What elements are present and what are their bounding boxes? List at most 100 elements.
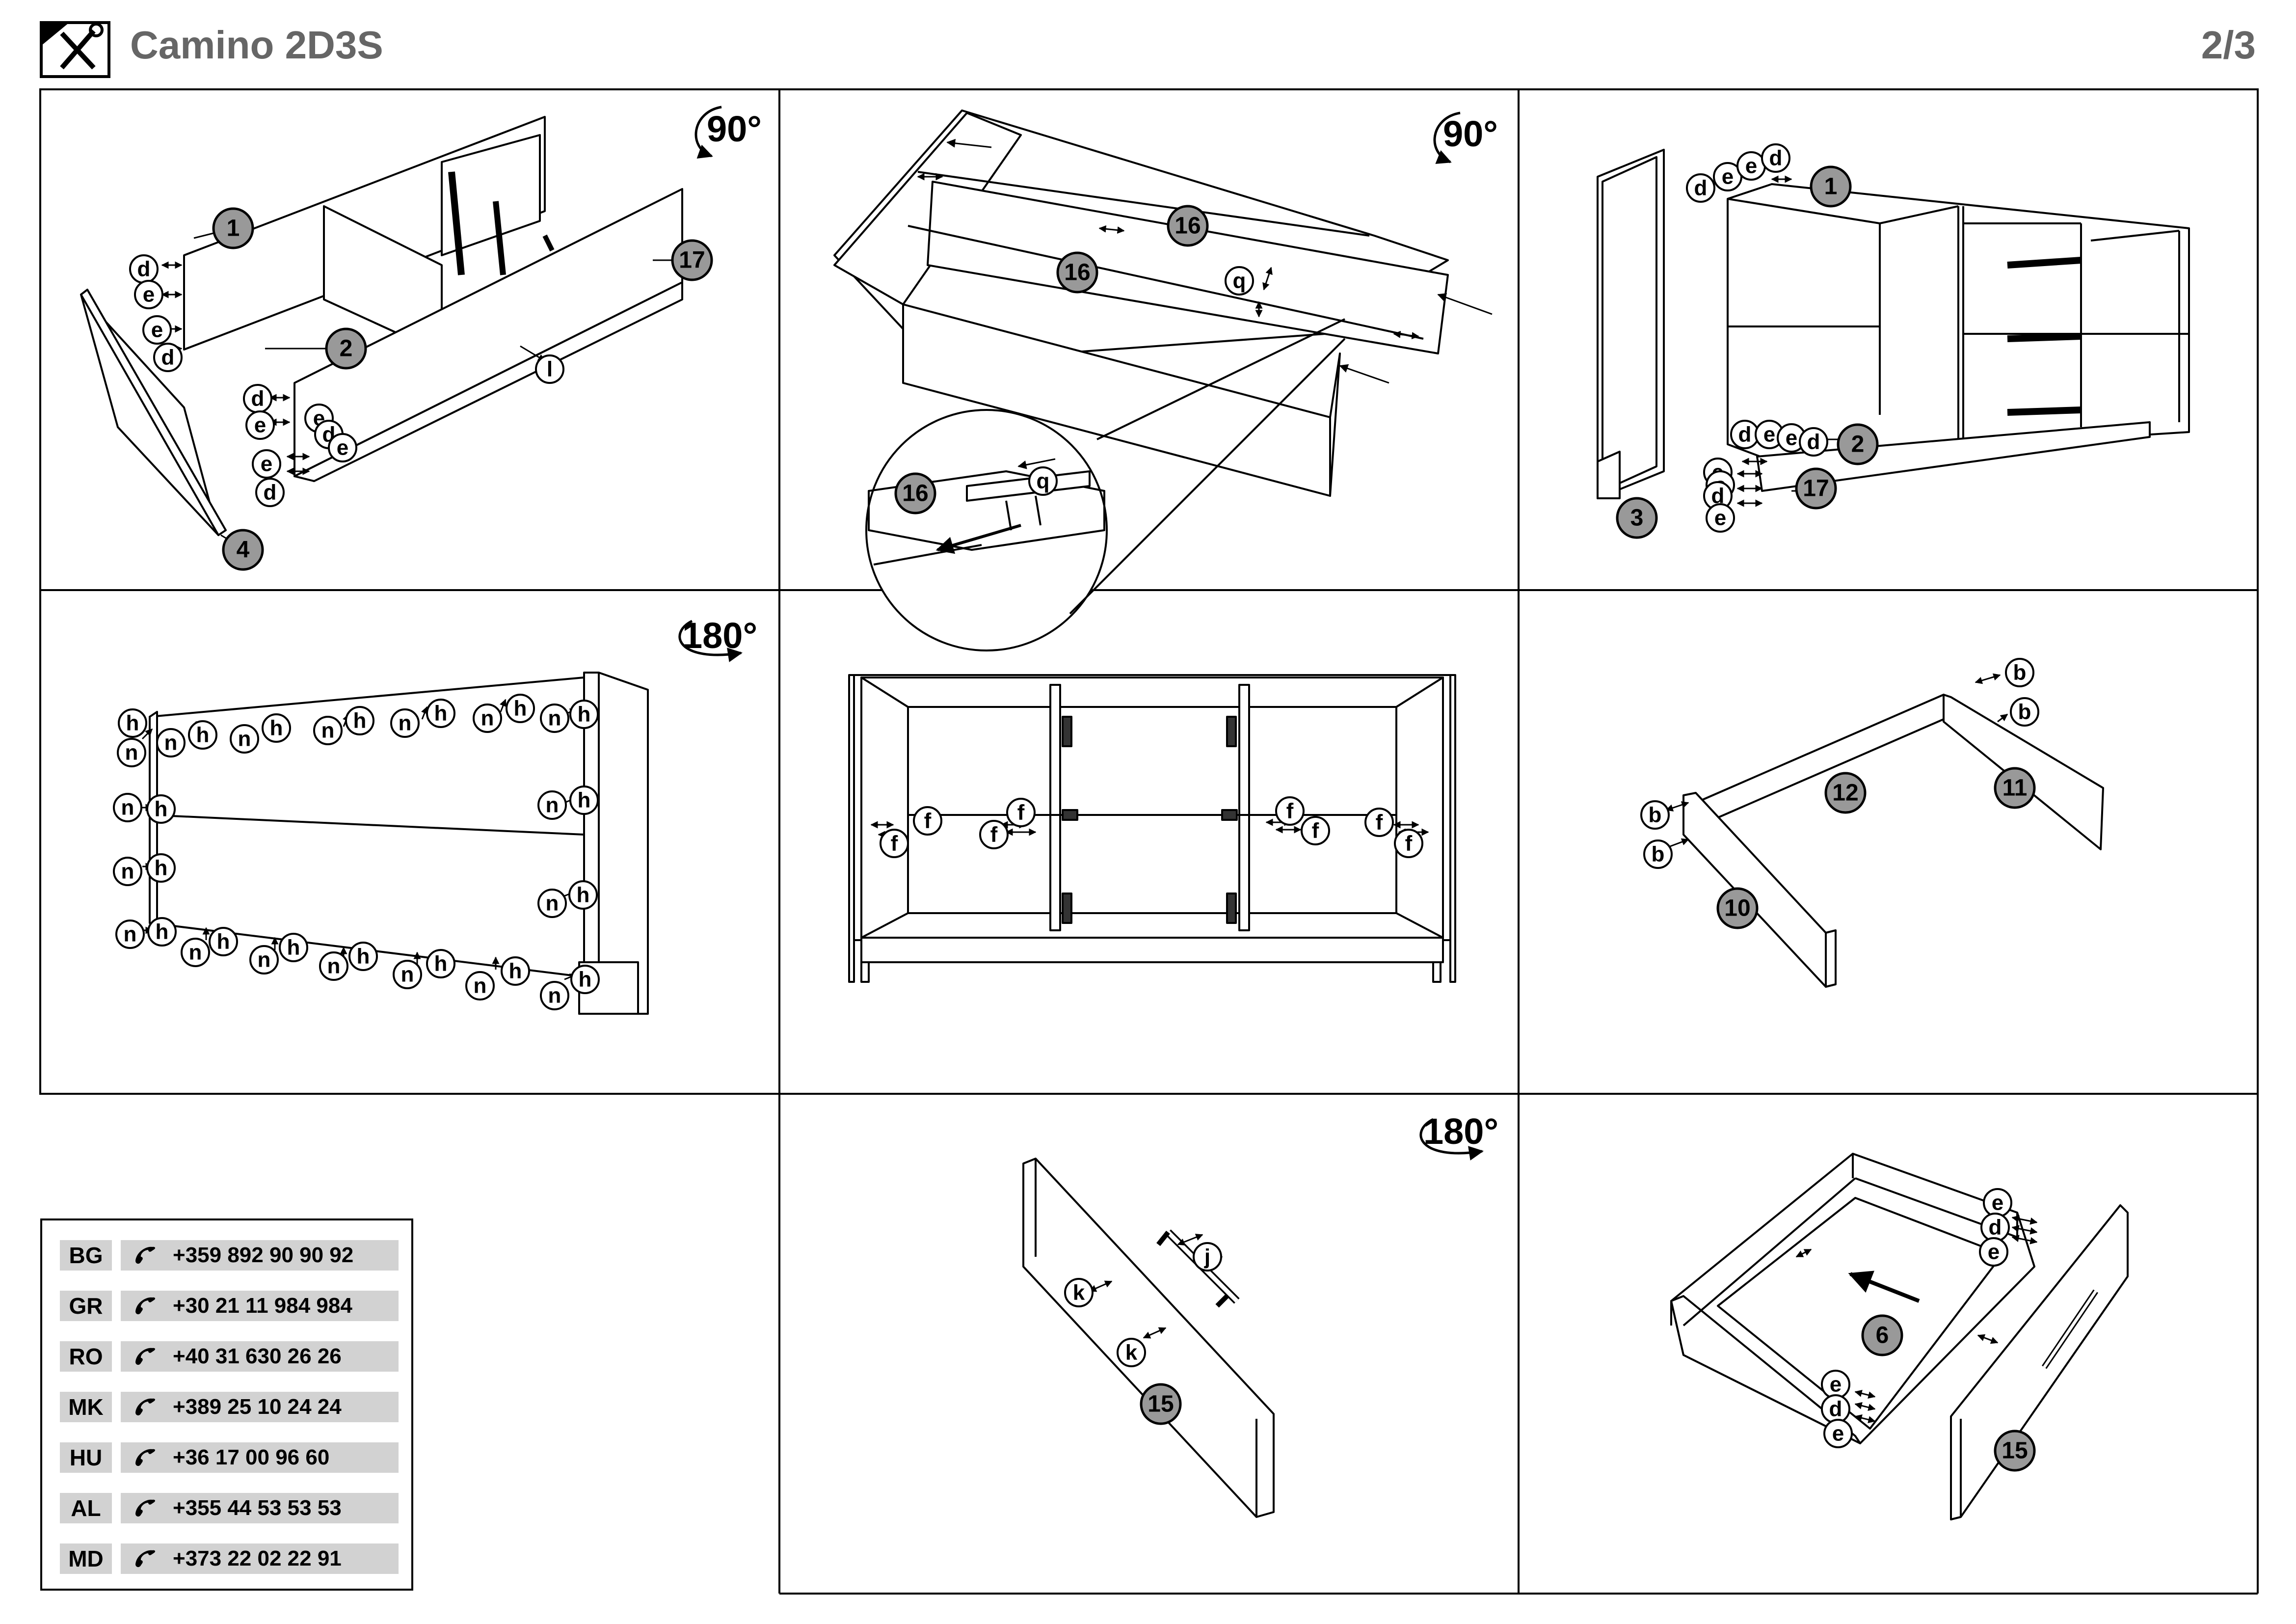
svg-text:h: h: [217, 930, 230, 954]
contact-row: MK+389 25 10 24 24: [60, 1392, 399, 1422]
hardware-label-e: e: [245, 410, 275, 440]
step-9: [1670, 1153, 2129, 1520]
svg-text:n: n: [399, 711, 412, 735]
svg-text:h: h: [155, 856, 168, 880]
svg-text:h: h: [287, 936, 300, 960]
svg-text:e: e: [254, 413, 266, 437]
phone-number: +355 44 53 53 53: [173, 1496, 342, 1520]
hardware-label-b: b: [2010, 697, 2039, 727]
svg-text:16: 16: [1064, 260, 1090, 286]
hardware-label-l: l: [535, 354, 564, 384]
part-label-4: 4: [222, 529, 264, 571]
country-code: HU: [60, 1442, 112, 1473]
svg-text:e: e: [337, 436, 348, 460]
svg-text:11: 11: [2002, 775, 2028, 801]
svg-text:3: 3: [1630, 505, 1644, 531]
hardware-label-e: e: [252, 449, 281, 479]
hardware-labels: deeddeedeedlqqdeeddeedeedehnnhnhnhnhnhnh…: [113, 143, 2039, 1448]
hardware-label-h: h: [188, 720, 217, 750]
hardware-label-e: e: [1736, 151, 1766, 181]
svg-text:h: h: [156, 920, 169, 944]
step-2: [833, 109, 1493, 651]
hardware-label-n: n: [390, 708, 420, 738]
svg-text:10: 10: [1724, 895, 1750, 921]
svg-text:h: h: [514, 697, 527, 721]
rotation-label: 90°: [1443, 113, 1498, 154]
part-label-16: 16: [1056, 251, 1098, 294]
page-title: Camino 2D3S: [130, 23, 383, 67]
contact-row: GR+30 21 11 984 984: [60, 1291, 399, 1321]
hardware-label-n: n: [537, 889, 567, 918]
svg-text:b: b: [2013, 661, 2027, 685]
svg-text:d: d: [1829, 1397, 1842, 1421]
country-code: MD: [60, 1543, 112, 1574]
hardware-label-h: h: [569, 785, 599, 815]
hardware-label-n: n: [249, 945, 279, 974]
svg-text:b: b: [1652, 842, 1665, 866]
part-label-1: 1: [212, 207, 254, 249]
svg-text:b: b: [2018, 700, 2031, 724]
contact-row: BG+359 892 90 90 92: [60, 1240, 399, 1271]
hardware-label-n: n: [115, 920, 145, 949]
svg-text:f: f: [1376, 811, 1383, 835]
hardware-label-f: f: [1394, 829, 1423, 858]
hardware-label-h: h: [568, 880, 598, 910]
part-label-2: 2: [1837, 423, 1879, 465]
svg-text:d: d: [264, 481, 277, 505]
svg-text:n: n: [164, 731, 178, 755]
hardware-label-h: h: [146, 853, 176, 883]
svg-text:e: e: [1722, 165, 1734, 189]
phone-number: +30 21 11 984 984: [173, 1294, 352, 1318]
hardware-label-h: h: [147, 917, 177, 947]
hardware-label-n: n: [113, 793, 142, 822]
svg-text:1: 1: [227, 216, 240, 242]
phone-icon: [135, 1550, 156, 1568]
part-label-16: 16: [1167, 205, 1209, 247]
svg-text:h: h: [434, 702, 448, 726]
svg-text:d: d: [1769, 146, 1783, 170]
step-grid: [39, 88, 2259, 1595]
hardware-label-k: k: [1064, 1278, 1094, 1307]
part-label-6: 6: [1861, 1314, 1903, 1356]
hardware-label-e: e: [1777, 423, 1806, 453]
svg-text:h: h: [155, 797, 168, 821]
hardware-label-n: n: [113, 857, 142, 886]
hardware-label-n: n: [181, 938, 210, 967]
hardware-label-d: d: [1761, 143, 1790, 173]
hardware-label-d: d: [1980, 1213, 2010, 1242]
svg-text:f: f: [1405, 832, 1413, 856]
svg-text:e: e: [1786, 426, 1797, 450]
svg-text:q: q: [1037, 469, 1050, 493]
country-code: AL: [60, 1493, 112, 1523]
svg-text:e: e: [1992, 1191, 2003, 1215]
part-label-1: 1: [1810, 165, 1852, 208]
hardware-label-h: h: [426, 699, 455, 728]
hardware-label-h: h: [569, 700, 599, 729]
hardware-label-q: q: [1225, 266, 1254, 296]
hardware-label-f: f: [1301, 816, 1330, 845]
contact-row: HU+36 17 00 96 60: [60, 1442, 399, 1473]
phone-icon: [135, 1398, 156, 1416]
part-label-10: 10: [1716, 887, 1759, 929]
svg-text:e: e: [151, 318, 163, 342]
svg-text:f: f: [891, 832, 898, 856]
hardware-label-e: e: [328, 433, 357, 462]
hardware-label-f: f: [1364, 808, 1394, 837]
step-5: [848, 674, 1456, 983]
part-label-17: 17: [1795, 467, 1837, 510]
svg-text:d: d: [1694, 176, 1708, 200]
hardware-label-d: d: [129, 254, 159, 284]
hardware-label-h: h: [570, 965, 600, 994]
phone-number: +373 22 02 22 91: [173, 1546, 342, 1570]
hardware-label-f: f: [1006, 798, 1036, 827]
rotation-label: 90°: [707, 108, 762, 149]
svg-text:h: h: [577, 883, 590, 907]
svg-text:4: 4: [237, 537, 250, 563]
hardware-label-e: e: [134, 280, 163, 309]
svg-text:d: d: [1807, 430, 1820, 454]
phone-icon: [135, 1499, 156, 1517]
hardware-label-d: d: [1730, 420, 1760, 449]
hardware-label-b: b: [1640, 800, 1670, 830]
